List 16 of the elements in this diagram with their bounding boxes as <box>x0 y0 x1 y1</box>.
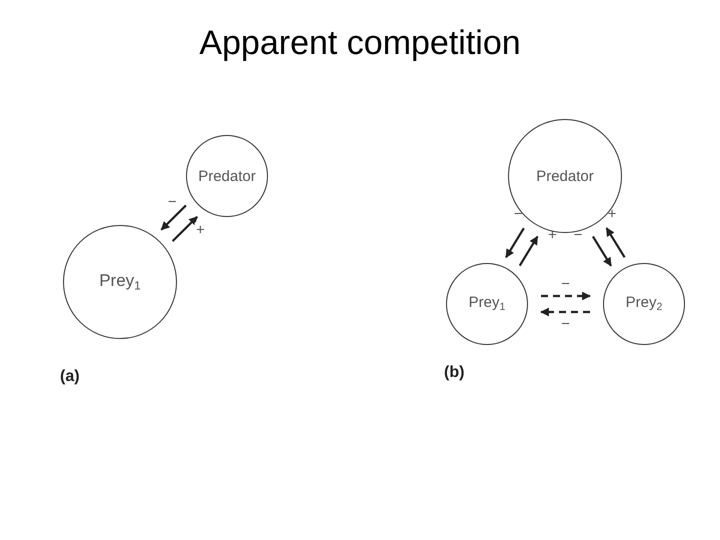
arrow <box>172 216 198 242</box>
arrow <box>518 236 538 266</box>
arrow <box>541 292 591 300</box>
arrow <box>592 236 612 266</box>
node-label: Prey$_{1}$ <box>99 271 141 293</box>
arrow <box>606 227 626 258</box>
arrow <box>540 308 590 316</box>
node-label: Predator <box>536 168 594 184</box>
panel-label: (a) <box>60 368 80 386</box>
arrow <box>505 228 525 258</box>
panel-label: (b) <box>444 364 464 382</box>
node-label: Predator <box>198 168 256 184</box>
title: Apparent competition <box>198 24 522 63</box>
node-label: Prey$_{2}$ <box>626 294 662 314</box>
node-label: Prey$_{1}$ <box>468 294 506 314</box>
arrow <box>160 204 187 231</box>
